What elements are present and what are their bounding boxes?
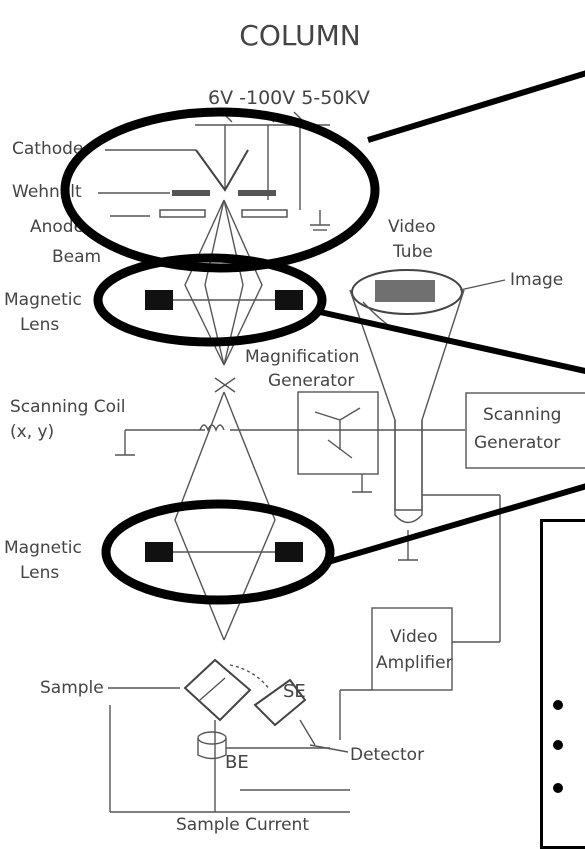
magnetic-lens-lower-label-2: Lens [20, 563, 59, 583]
bullet-2 [553, 740, 563, 750]
bullet-1 [553, 700, 563, 710]
image: Image [460, 270, 563, 290]
video-amp-label-2: Amplifier [376, 653, 453, 673]
detector-label: Detector [350, 745, 424, 765]
video-tube-label-1: Video [388, 217, 436, 237]
se-label: SE [283, 681, 306, 702]
scanning-gen-label-1: Scanning [483, 405, 561, 425]
magnetic-lens-upper: Magnetic Lens [4, 290, 303, 335]
magnification-label-2: Generator [268, 371, 354, 391]
cathode-label: Cathode [12, 139, 83, 159]
sample-label: Sample [40, 678, 104, 698]
callout-line-2 [320, 312, 585, 372]
scanning-gen-label-2: Generator [474, 433, 560, 453]
wehnelt-label: Wehnelt [12, 182, 82, 202]
magnification-generator: Magnification Generator [245, 347, 378, 492]
magnetic-lens-upper-label-2: Lens [20, 315, 59, 335]
sample-current-label: Sample Current [176, 815, 309, 834]
magnetic-lens-upper-label-1: Magnetic [4, 290, 82, 310]
video-amp-label-1: Video [390, 627, 438, 647]
scanning-coil-label-2: (x, y) [10, 422, 54, 442]
column-title: COLUMN [239, 19, 360, 52]
image-label: Image [510, 270, 563, 290]
detector: Detector [310, 745, 424, 765]
scanning-generator: Scanning Generator [466, 393, 585, 468]
video-tube-label-2: Tube [392, 242, 433, 262]
magnification-label-1: Magnification [245, 347, 359, 367]
se-detector: SE [230, 665, 315, 745]
wehnelt: Wehnelt [12, 182, 276, 202]
bullet-3 [553, 783, 563, 793]
video-amplifier: Video Amplifier [340, 495, 500, 740]
text-panel [540, 519, 585, 849]
callout-line-1 [368, 72, 585, 140]
be-label: BE [225, 752, 249, 773]
video-tube: Video Tube [350, 217, 464, 560]
beam-label: Beam [52, 247, 101, 267]
be-detector: BE [198, 732, 350, 790]
scanning-coil-label-1: Scanning Coil [10, 397, 126, 417]
magnetic-lens-lower-label-1: Magnetic [4, 538, 82, 558]
voltage-label: 6V -100V 5-50KV [208, 87, 370, 109]
oval-gun [65, 112, 375, 268]
